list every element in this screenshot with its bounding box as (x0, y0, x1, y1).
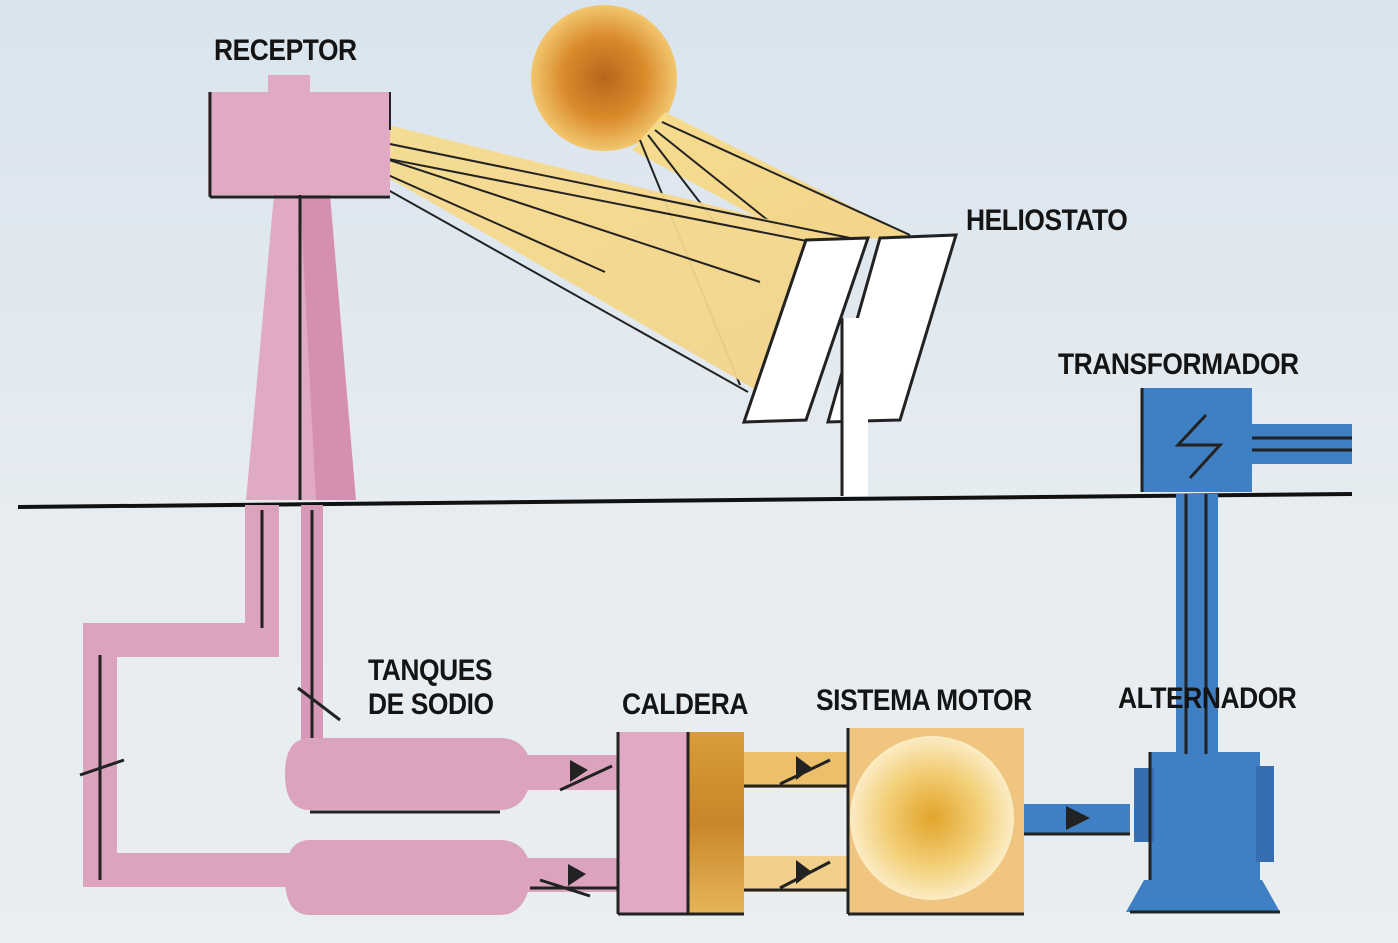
drive-shaft (1024, 804, 1130, 836)
sodium-tank-cold (285, 840, 625, 915)
transformador-label: TRANSFORMADOR (1058, 348, 1299, 381)
caldera-label: CALDERA (622, 688, 748, 721)
receptor-label: RECEPTOR (214, 34, 357, 67)
sistema-motor (846, 728, 1024, 916)
sistema-motor-label: SISTEMA MOTOR (816, 684, 1032, 717)
sun (531, 5, 677, 151)
transformador (1140, 388, 1352, 492)
sodium-tank-hot (285, 738, 625, 814)
sodium-piping (79, 505, 341, 887)
receptor-tower (208, 75, 391, 500)
tank-valves (539, 760, 613, 898)
caldera (616, 732, 744, 916)
power-cable (1176, 494, 1218, 754)
heliostat (741, 233, 959, 496)
alternador-label: ALTERNADOR (1118, 682, 1297, 715)
alternador (1126, 752, 1280, 914)
tanques-label: TANQUES DE SODIO (368, 654, 494, 721)
heliostato-label: HELIOSTATO (966, 204, 1128, 237)
ground-line (17, 492, 1353, 509)
steam-piping (744, 752, 848, 892)
